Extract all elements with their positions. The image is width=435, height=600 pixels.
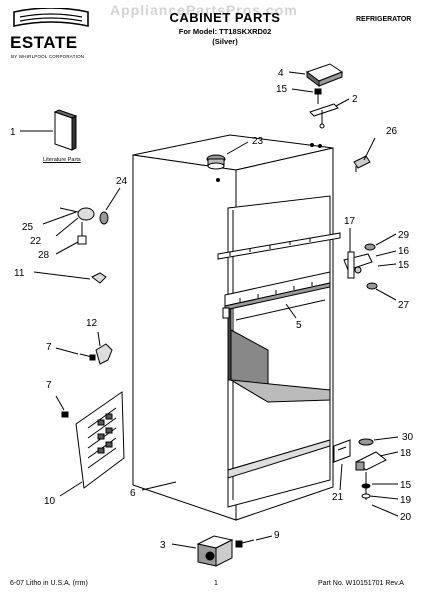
brand-name: ESTATE	[10, 33, 78, 52]
callout-19: 19	[400, 495, 412, 506]
leveling-knob[interactable]	[206, 141, 249, 170]
top-hinge[interactable]	[309, 103, 339, 129]
page-title: CABINET PARTS	[169, 10, 281, 25]
rear-panel-screw[interactable]	[55, 395, 69, 418]
refrigerator-cabinet[interactable]	[132, 134, 334, 521]
color-line: (Silver)	[212, 37, 238, 46]
callout-24: 24	[116, 176, 128, 187]
center-hinge[interactable]	[343, 251, 373, 279]
hinge-washer[interactable]	[366, 282, 397, 301]
mounting-bracket[interactable]	[95, 331, 113, 365]
hinge-shim[interactable]	[364, 233, 397, 251]
bracket-screw[interactable]	[55, 347, 96, 361]
brand-logo	[8, 7, 94, 64]
literature-booklet[interactable]	[53, 109, 78, 151]
roller-screw[interactable]	[235, 535, 273, 548]
wiring-clip[interactable]	[33, 271, 107, 284]
callout-11: 11	[14, 268, 25, 279]
literature-parts-label: Literature Parts	[43, 157, 81, 163]
callout-29: 29	[398, 230, 410, 241]
damper-assembly[interactable]	[59, 207, 109, 245]
callout-5: 5	[296, 320, 302, 331]
callout-12: 12	[86, 318, 98, 329]
footer-part-number: Part No. W10151701 Rev.A	[318, 580, 404, 587]
hinge-screw-top[interactable]	[314, 88, 322, 104]
top-hinge-cover[interactable]	[305, 63, 344, 87]
callout-7a: 7	[46, 342, 52, 353]
callout-30: 30	[402, 432, 414, 443]
callout-15a: 15	[276, 84, 288, 95]
callout-26: 26	[386, 126, 398, 137]
callout-17: 17	[344, 216, 356, 227]
callout-9: 9	[274, 530, 280, 541]
callout-21: 21	[332, 492, 344, 503]
callout-22: 22	[30, 236, 42, 247]
bottom-hinge-pin[interactable]	[361, 472, 371, 500]
model-line: For Model: TT18SKXRD02	[178, 27, 272, 36]
brand-emblem-icon	[13, 7, 89, 27]
callout-6: 6	[130, 488, 136, 499]
center-rail[interactable]	[222, 271, 331, 319]
callout-7b: 7	[46, 380, 52, 391]
callout-4: 4	[278, 68, 284, 79]
callout-16: 16	[398, 246, 410, 257]
brand-subtitle: BY WHIRLPOOL CORPORATION	[11, 54, 85, 59]
callout-15b: 15	[398, 260, 410, 271]
footer-litho: 6-07 Litho in U.S.A. (rrm)	[10, 580, 88, 587]
callout-28: 28	[38, 250, 50, 261]
callout-10: 10	[44, 496, 56, 507]
callout-15c: 15	[400, 480, 412, 491]
callout-1: 1	[10, 127, 16, 138]
hole-plug[interactable]	[353, 137, 376, 172]
bottom-hinge-cap[interactable]	[358, 438, 374, 446]
upper-cabinet-strip	[217, 232, 341, 260]
bottom-hinge-bracket[interactable]	[333, 439, 351, 463]
callout-20: 20	[400, 512, 412, 523]
callout-2: 2	[352, 94, 358, 105]
bottom-hinge[interactable]	[355, 451, 387, 471]
callout-25: 25	[22, 222, 34, 233]
callout-27: 27	[398, 300, 410, 311]
callout-18: 18	[400, 448, 412, 459]
callout-3: 3	[160, 540, 166, 551]
roller-assembly[interactable]	[196, 535, 234, 567]
footer-page-number: 1	[214, 580, 218, 587]
callout-23: 23	[252, 136, 264, 147]
watermark: AppliancePartsPros.com	[110, 2, 298, 18]
rear-access-panel[interactable]	[75, 391, 125, 489]
category-label: REFRIGERATOR	[356, 16, 412, 23]
